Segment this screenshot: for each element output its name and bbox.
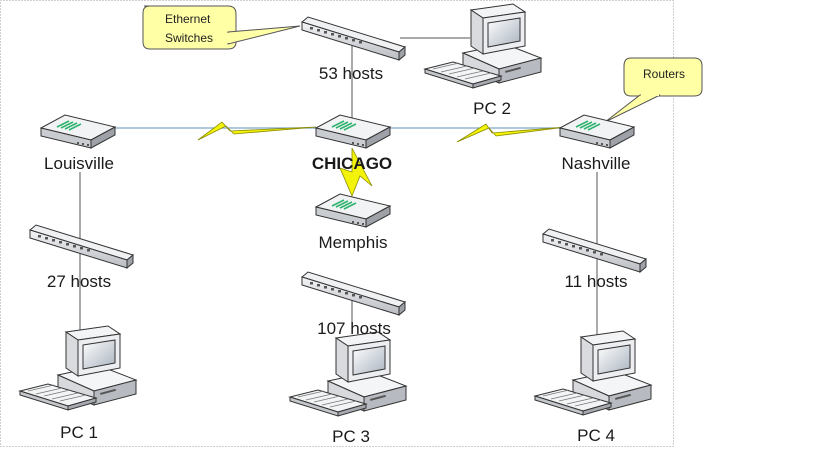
router-louisville-icon — [40, 114, 116, 149]
callout-ethernet-switches-label: Ethernet Switches — [165, 12, 214, 45]
router-chicago-icon — [315, 114, 391, 149]
router-nashville-label: Nashville — [561, 154, 631, 173]
serial-link-bolt — [339, 147, 373, 198]
switch-left-hosts-label: 27 hosts — [46, 272, 112, 291]
callout-ethernet-switches — [142, 5, 301, 50]
pc3-label: PC 3 — [332, 427, 370, 446]
pc2-label: PC 2 — [473, 99, 511, 118]
switch-right-icon — [542, 228, 647, 273]
switch-middle-icon — [301, 271, 406, 316]
pc2-icon — [424, 3, 542, 89]
pc3-icon — [289, 331, 407, 417]
pc1-label: PC 1 — [60, 423, 98, 442]
callout-routers-label: Routers — [643, 67, 686, 81]
serial-link-bolt — [456, 123, 567, 143]
switch-left-icon — [29, 224, 134, 269]
router-louisville-label: Louisville — [44, 154, 114, 173]
pc4-label: PC 4 — [577, 426, 615, 445]
router-memphis-label: Memphis — [318, 233, 388, 252]
switch-top-icon — [301, 16, 406, 61]
page-border — [0, 0, 674, 447]
switch-middle-hosts-label: 107 hosts — [317, 319, 391, 338]
pc4-icon — [534, 330, 652, 416]
router-chicago-label: CHICAGO — [311, 154, 393, 173]
pc1-icon — [19, 325, 137, 411]
callout-routers — [604, 57, 703, 123]
switch-right-hosts-label: 11 hosts — [564, 272, 628, 291]
router-nashville-icon — [559, 114, 635, 149]
switch-top-hosts-label: 53 hosts — [318, 64, 384, 83]
router-memphis-icon — [315, 193, 391, 228]
serial-link-bolt — [197, 121, 317, 141]
